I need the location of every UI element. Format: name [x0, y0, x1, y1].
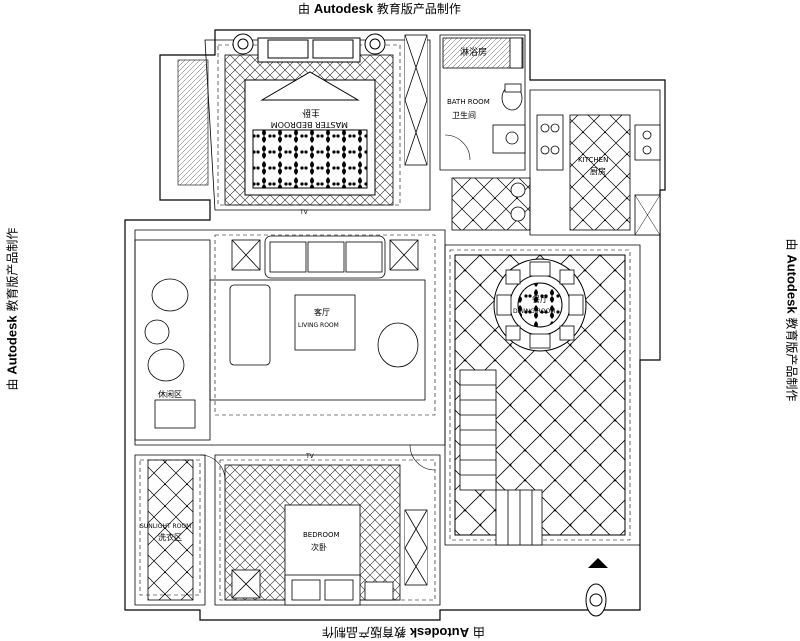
label-bedroom-cn: 次卧 — [311, 542, 327, 552]
label-living-cn: 客厅 — [314, 307, 330, 317]
living-room — [210, 236, 425, 400]
label-tv-master: TV — [299, 209, 309, 216]
label-sunlight-cn: 洗衣区 — [158, 532, 182, 542]
label-kitchen-cn: 厨房 — [590, 166, 606, 176]
entry-marker — [586, 558, 608, 616]
label-bathroom-cn: 卫生间 — [452, 110, 476, 120]
balcony-hatch — [178, 60, 208, 185]
master-bedroom — [225, 34, 393, 205]
label-bathroom-en: BATH ROOM — [447, 98, 490, 106]
label-dining-cn: 餐厅 — [532, 295, 548, 304]
label-shower: 淋浴房 — [460, 46, 487, 58]
label-kitchen-en: KITCHEN — [578, 156, 608, 164]
label-tv-bedroom: TV — [305, 453, 315, 460]
watermark-right: 由 Autodesk 教育版产品制作 — [784, 239, 800, 379]
label-sunlight-en: SUNLIGHT ROOM — [140, 523, 191, 530]
watermark-top: 由 Autodesk 教育版产品制作 — [298, 0, 461, 17]
watermark-bottom: 由 Autodesk 教育版产品制作 — [322, 624, 485, 641]
label-master-cn: 主卧 — [302, 107, 320, 119]
label-living-en: LIVING ROOM — [298, 322, 339, 329]
label-bedroom-en: BEDROOM — [303, 531, 340, 539]
bathroom — [443, 38, 530, 230]
label-master-en: MASTER BEDROOM — [271, 120, 348, 129]
sunlight-room — [148, 400, 195, 600]
label-leisure-cn: 休闲区 — [158, 389, 182, 399]
watermark-left: 由 Autodesk 教育版产品制作 — [4, 251, 21, 391]
wardrobes — [405, 35, 427, 585]
label-dining-en: DINING ROOM — [513, 308, 555, 315]
